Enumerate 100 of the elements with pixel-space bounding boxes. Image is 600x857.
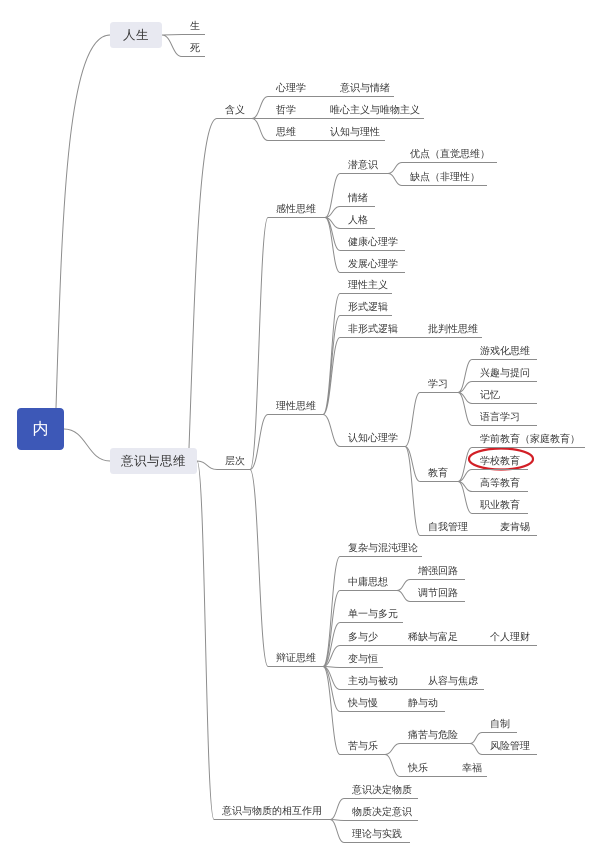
subtopic: 自制 — [482, 717, 517, 733]
subtopic: 理性主义 — [340, 278, 392, 294]
subtopic: 单一与多元 — [340, 607, 403, 623]
subtopic: 高等教育 — [472, 476, 528, 492]
subtopic: 苦与乐 — [340, 739, 385, 755]
subtopic: 非形式逻辑 — [340, 322, 408, 338]
connector-line — [458, 469, 472, 482]
connector-line — [470, 743, 482, 755]
subtopic: 优点（直觉思维） — [402, 147, 497, 163]
subtopic: 快乐 — [400, 761, 445, 777]
connector-line — [188, 118, 218, 448]
subtopic: 感性思维 — [268, 202, 325, 218]
subtopic: 哲学 — [268, 103, 312, 119]
connector-line — [322, 666, 340, 712]
subtopic: 心理学 — [268, 81, 318, 97]
connector-line — [458, 481, 472, 514]
subtopic: 理论与实践 — [344, 827, 410, 843]
subtopic: 意识与情绪 — [332, 81, 394, 97]
connector-line — [444, 776, 454, 777]
connector-line — [56, 34, 110, 408]
subtopic: 麦肯锡 — [492, 520, 537, 536]
subtopic: 复杂与混沌理论 — [340, 541, 422, 557]
subtopic: 兴趣与提问 — [472, 366, 537, 382]
connector-line — [324, 206, 340, 218]
subtopic: 理性思维 — [268, 399, 323, 415]
subtopic: 主动与被动 — [340, 674, 410, 690]
subtopic: 形式逻辑 — [340, 300, 392, 316]
connector-line — [404, 446, 420, 482]
connector-line — [252, 118, 268, 141]
subtopic: 学前教育（家庭教育） — [472, 432, 585, 448]
subtopic: 发展心理学 — [340, 257, 405, 273]
subtopic: 语言学习 — [472, 410, 537, 426]
connector-line — [388, 162, 402, 174]
connector-line — [322, 337, 340, 415]
connector-line — [458, 392, 472, 426]
subtopic: 层次 — [217, 454, 250, 470]
subtopic: 潜意识 — [340, 158, 388, 174]
subtopic: 意识决定物质 — [344, 783, 418, 799]
subtopic: 学习 — [420, 377, 458, 393]
connector-line — [458, 359, 472, 393]
subtopic: 风险管理 — [482, 739, 537, 755]
subtopic: 思维 — [268, 125, 312, 141]
connector-line — [322, 414, 340, 447]
connector-line — [330, 819, 344, 843]
subtopic: 辩证思维 — [268, 651, 323, 667]
subtopic: 认知心理学 — [340, 431, 405, 447]
connector-line — [470, 645, 482, 646]
connector-line — [330, 798, 344, 820]
subtopic: 教育 — [420, 466, 458, 482]
connector-line — [324, 217, 340, 273]
subtopic: 生 — [182, 19, 205, 35]
connector-line — [312, 140, 322, 141]
connector-line — [318, 96, 332, 97]
topic-box: 人生 — [110, 22, 162, 48]
connector-line — [196, 460, 214, 820]
subtopic: 职业教育 — [472, 498, 528, 514]
connector-line — [404, 446, 420, 536]
connector-line — [458, 381, 472, 393]
connector-line — [322, 590, 340, 667]
subtopic: 缺点（非理性） — [402, 170, 487, 186]
connector-line — [322, 315, 340, 415]
connector-line — [396, 579, 410, 591]
connector-line — [324, 217, 340, 229]
subtopic: 人格 — [340, 213, 375, 229]
connector-line — [458, 392, 472, 404]
connector-line — [470, 732, 482, 744]
connector-line — [322, 666, 340, 690]
subtopic: 游戏化思维 — [472, 344, 537, 360]
connector-line — [404, 392, 420, 447]
subtopic: 个人理财 — [482, 630, 537, 646]
subtopic: 记忆 — [472, 388, 537, 404]
subtopic: 学校教育 — [472, 454, 528, 470]
subtopic: 情绪 — [340, 191, 375, 207]
subtopic: 调节回路 — [410, 586, 465, 602]
connector-line — [162, 34, 182, 57]
subtopic: 多与少 — [340, 630, 392, 646]
subtopic: 从容与焦虑 — [420, 674, 484, 690]
connector-line — [250, 217, 268, 470]
connector-line — [408, 337, 420, 338]
subtopic: 含义 — [217, 103, 252, 119]
subtopic: 批判性思维 — [420, 322, 482, 338]
connector-line — [388, 173, 402, 186]
subtopic: 健康心理学 — [340, 235, 405, 251]
connector-line — [384, 743, 400, 755]
subtopic: 意识与物质的相互作用 — [214, 804, 330, 820]
connector-line — [458, 481, 472, 492]
connector-line — [392, 645, 400, 646]
connector-line — [384, 754, 400, 777]
subtopic: 快与慢 — [340, 696, 390, 712]
connector-line — [322, 666, 340, 668]
connector-line — [324, 173, 340, 218]
subtopic: 静与动 — [400, 696, 445, 712]
connector-line — [322, 293, 340, 415]
subtopic: 增强回路 — [410, 564, 465, 580]
connector-line — [196, 460, 218, 470]
subtopic: 认知与理性 — [322, 125, 385, 141]
connector-line — [322, 666, 340, 755]
connector-line — [330, 819, 344, 821]
connector-line — [410, 689, 420, 690]
connector-line — [322, 645, 340, 667]
